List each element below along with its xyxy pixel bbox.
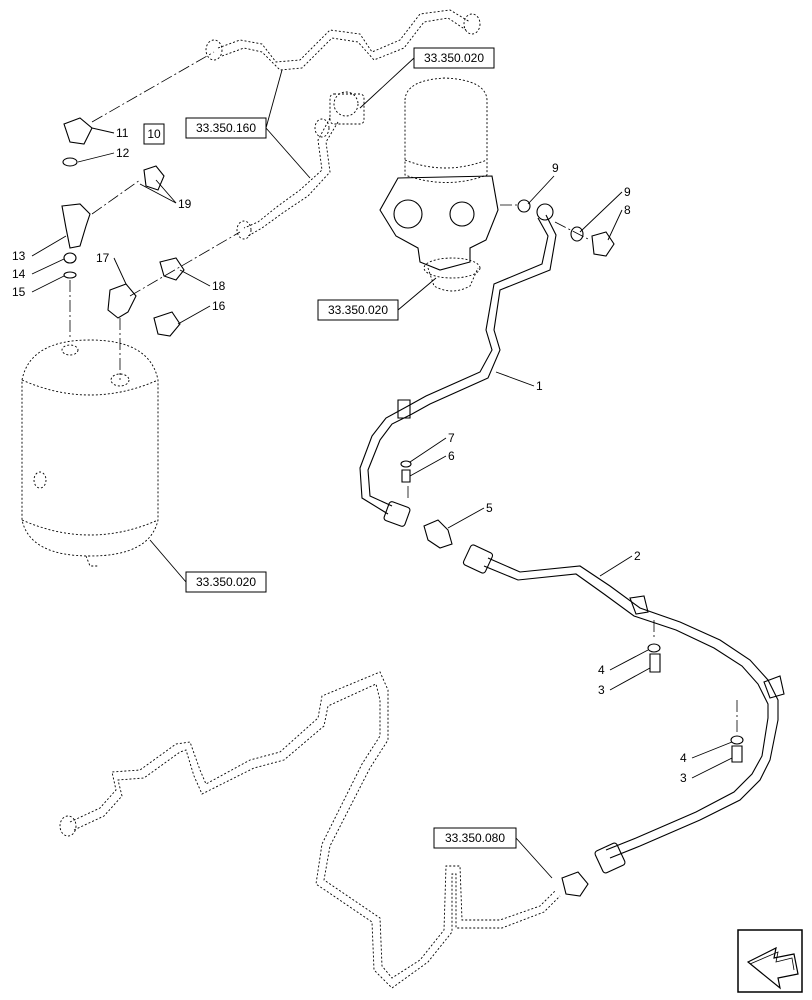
group-box-10: 10: [143, 123, 165, 145]
reference-label-bottom: 33.350.080: [433, 827, 553, 879]
reference-label-dryer: 33.350.020: [317, 277, 437, 321]
bottom-pipework: [59, 671, 561, 989]
air-tank: [21, 339, 159, 567]
callout-4-lower: 4: [680, 751, 687, 765]
svg-text:33.350.160: 33.350.160: [196, 121, 256, 135]
reference-label-tank: 33.350.020: [149, 539, 267, 593]
svg-text:10: 10: [147, 127, 161, 141]
callout-1: 1: [536, 379, 543, 393]
callout-19: 19: [178, 197, 192, 211]
callout-16: 16: [212, 299, 226, 313]
callout-5: 5: [486, 501, 493, 515]
callout-11: 11: [116, 126, 129, 140]
callout-9-lower: 9: [624, 185, 631, 199]
callout-17: 17: [96, 251, 110, 265]
svg-text:33.350.080: 33.350.080: [445, 831, 505, 845]
callout-12: 12: [116, 146, 130, 160]
pipe-2: [462, 544, 785, 874]
callout-13: 13: [12, 249, 26, 263]
pipe-1: [359, 203, 557, 515]
callout-8: 8: [624, 203, 631, 217]
callout-9-upper: 9: [552, 161, 559, 175]
callout-7: 7: [448, 431, 455, 445]
callout-18: 18: [212, 279, 226, 293]
svg-text:33.350.020: 33.350.020: [424, 51, 484, 65]
callout-3-lower: 3: [680, 771, 687, 785]
next-page-arrow-icon[interactable]: [737, 929, 803, 993]
reference-label-top: 33.350.020: [359, 47, 495, 109]
callout-14: 14: [12, 267, 26, 281]
reference-label-left: 33.350.160: [185, 69, 311, 179]
callouts: 11 12 19 13 14 15 17 18 16 9 9 8 1 7 6 5…: [12, 126, 733, 785]
centerlines: [69, 51, 738, 734]
callout-2: 2: [634, 549, 641, 563]
callout-15: 15: [12, 285, 26, 299]
callout-6: 6: [448, 449, 455, 463]
fitting-5: [383, 501, 453, 549]
air-dryer: [379, 77, 499, 292]
svg-text:33.350.020: 33.350.020: [196, 575, 256, 589]
reference-pipework: [205, 9, 481, 240]
small-fittings: [61, 117, 744, 897]
callout-4-upper: 4: [598, 663, 605, 677]
callout-3-upper: 3: [598, 683, 605, 697]
svg-text:33.350.020: 33.350.020: [328, 303, 388, 317]
